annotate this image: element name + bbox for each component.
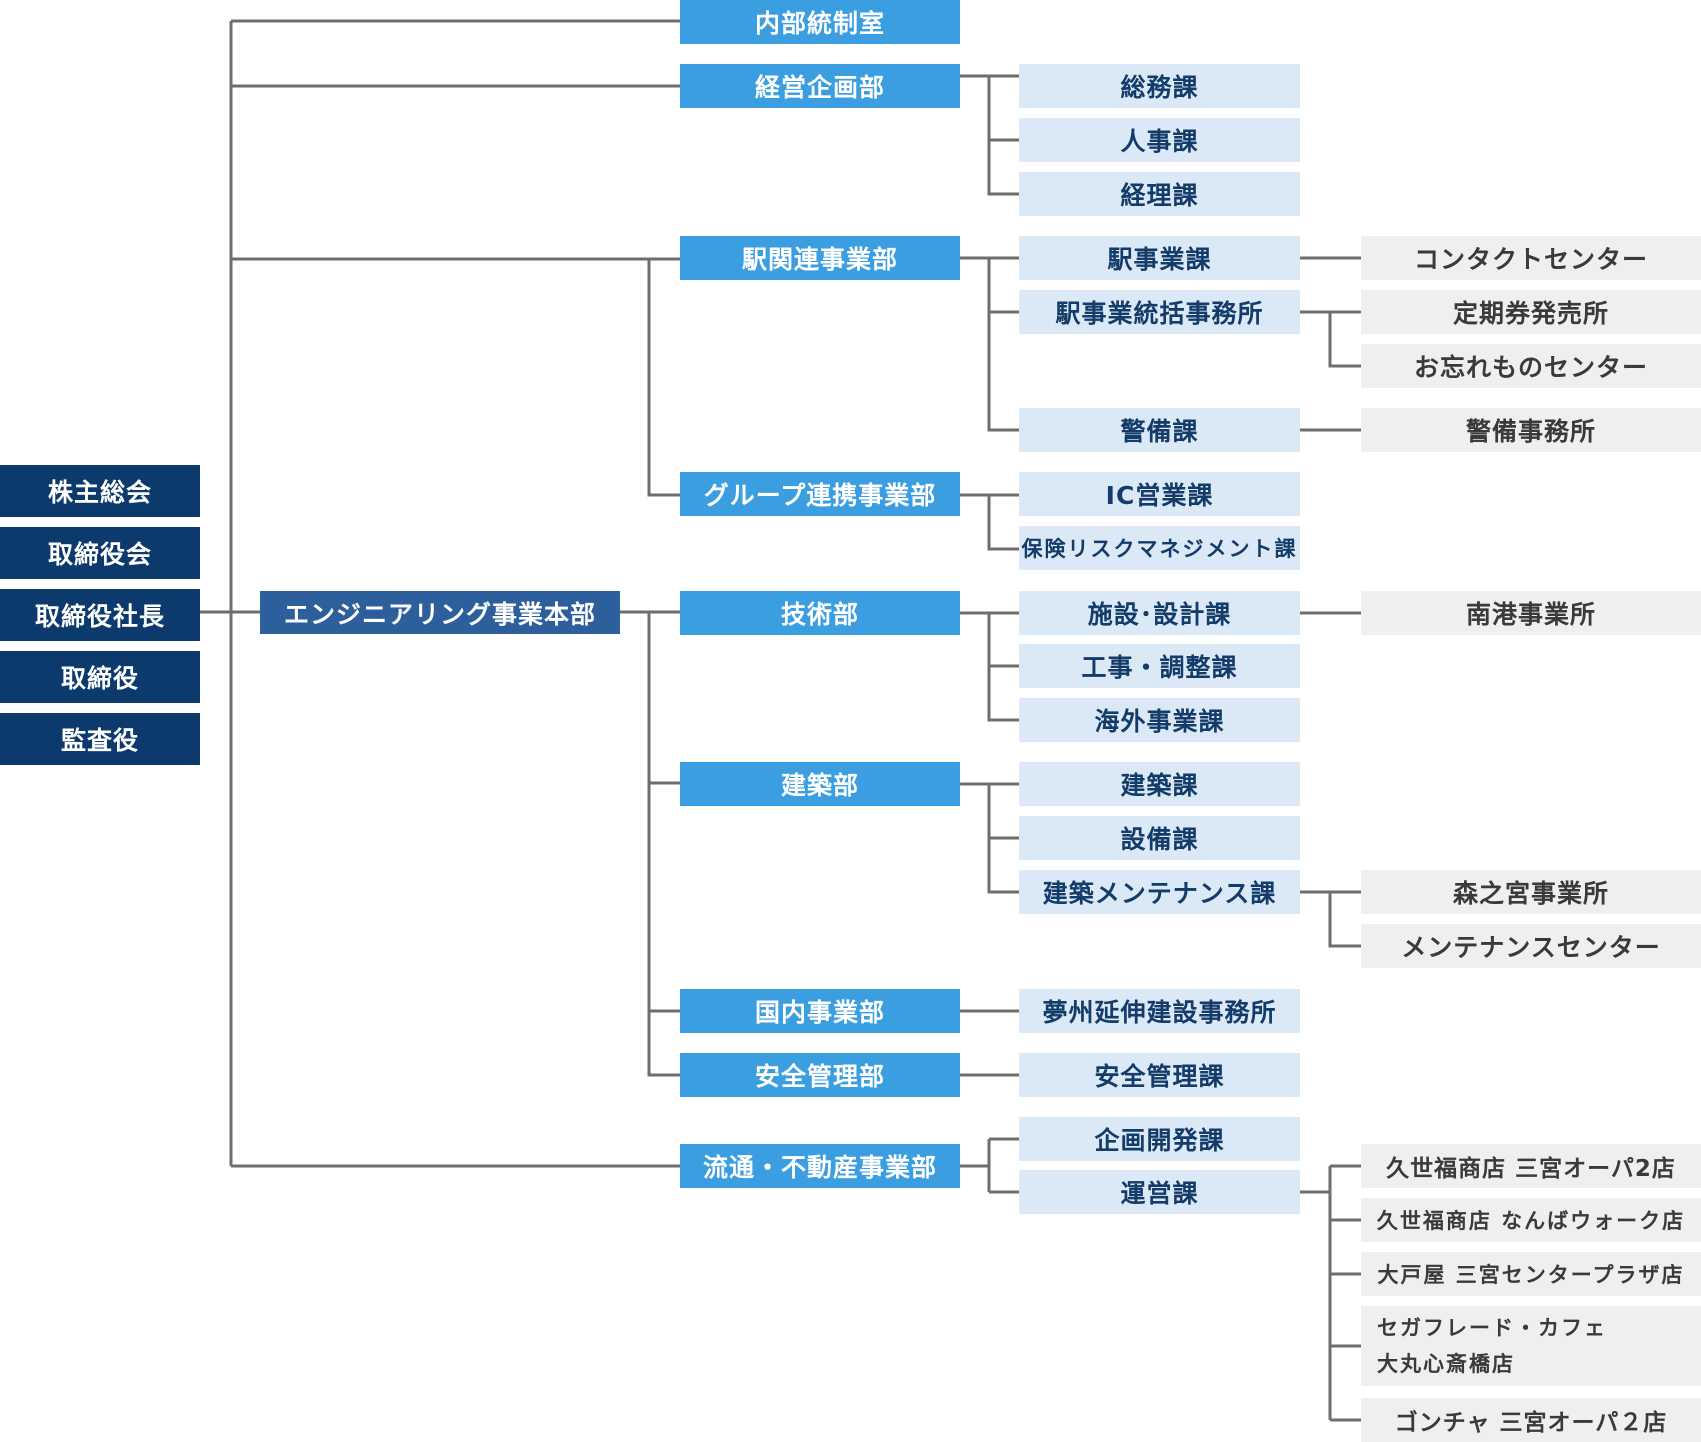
section-building-maintenance: 建築メンテナンス課 (1019, 870, 1300, 914)
dept-management-planning: 経営企画部 (680, 64, 960, 108)
unit-maintenance-center: メンテナンスセンター (1361, 924, 1701, 968)
section-planning-development: 企画開発課 (1019, 1117, 1300, 1161)
unit-shop-gongcha-sannomiya: ゴンチャ 三宮オーパ２店 (1361, 1398, 1701, 1442)
engineering-headquarters: エンジニアリング事業本部 (260, 591, 620, 634)
section-ic-sales: IC営業課 (1019, 472, 1300, 516)
dept-architecture: 建築部 (680, 762, 960, 806)
section-accounting: 経理課 (1019, 172, 1300, 216)
dept-safety: 安全管理部 (680, 1053, 960, 1097)
unit-shop-kuze-namba: 久世福商店 なんばウォーク店 (1361, 1198, 1701, 1242)
director: 取締役 (0, 651, 200, 703)
section-insurance-risk: 保険リスクマネジメント課 (1019, 526, 1300, 570)
section-general-affairs: 総務課 (1019, 64, 1300, 108)
section-facility-design: 施設･設計課 (1019, 591, 1300, 635)
section-operations: 運営課 (1019, 1170, 1300, 1214)
unit-shop-segafredo-daimaru: セガフレード・カフェ 大丸心斎橋店 (1361, 1306, 1701, 1386)
shareholders-meeting: 株主総会 (0, 465, 200, 517)
board-of-directors: 取締役会 (0, 527, 200, 579)
unit-security-office: 警備事務所 (1361, 408, 1701, 452)
section-building: 建築課 (1019, 762, 1300, 806)
section-safety-management: 安全管理課 (1019, 1053, 1300, 1097)
dept-group-alliance: グループ連携事業部 (680, 472, 960, 516)
dept-station-business: 駅関連事業部 (680, 236, 960, 280)
auditor: 監査役 (0, 713, 200, 765)
section-equipment: 設備課 (1019, 816, 1300, 860)
section-yumeshima-office: 夢州延伸建設事務所 (1019, 989, 1300, 1033)
shop-location-line: 大丸心斎橋店 (1377, 1352, 1515, 1376)
unit-contact-center: コンタクトセンター (1361, 236, 1701, 280)
unit-nanko-office: 南港事業所 (1361, 591, 1701, 635)
dept-domestic: 国内事業部 (680, 989, 960, 1033)
unit-shop-otoya-sannomiya: 大戸屋 三宮センタープラザ店 (1361, 1252, 1701, 1296)
shop-name-line: セガフレード・カフェ (1377, 1316, 1607, 1340)
unit-shop-kuze-sannomiya: 久世福商店 三宮オーパ2店 (1361, 1144, 1701, 1188)
section-personnel: 人事課 (1019, 118, 1300, 162)
dept-distribution-realestate: 流通・不動産事業部 (680, 1144, 960, 1188)
section-overseas: 海外事業課 (1019, 698, 1300, 742)
section-security: 警備課 (1019, 408, 1300, 452)
unit-morinomiya-office: 森之宮事業所 (1361, 870, 1701, 914)
president: 取締役社長 (0, 589, 200, 641)
unit-commuter-pass-office: 定期券発売所 (1361, 290, 1701, 334)
section-construction-adjust: 工事・調整課 (1019, 644, 1300, 688)
dept-technology: 技術部 (680, 591, 960, 635)
section-station-affairs: 駅事業課 (1019, 236, 1300, 280)
section-station-control-office: 駅事業統括事務所 (1019, 290, 1300, 334)
dept-internal-control: 内部統制室 (680, 0, 960, 44)
unit-lost-and-found-center: お忘れものセンター (1361, 344, 1701, 388)
